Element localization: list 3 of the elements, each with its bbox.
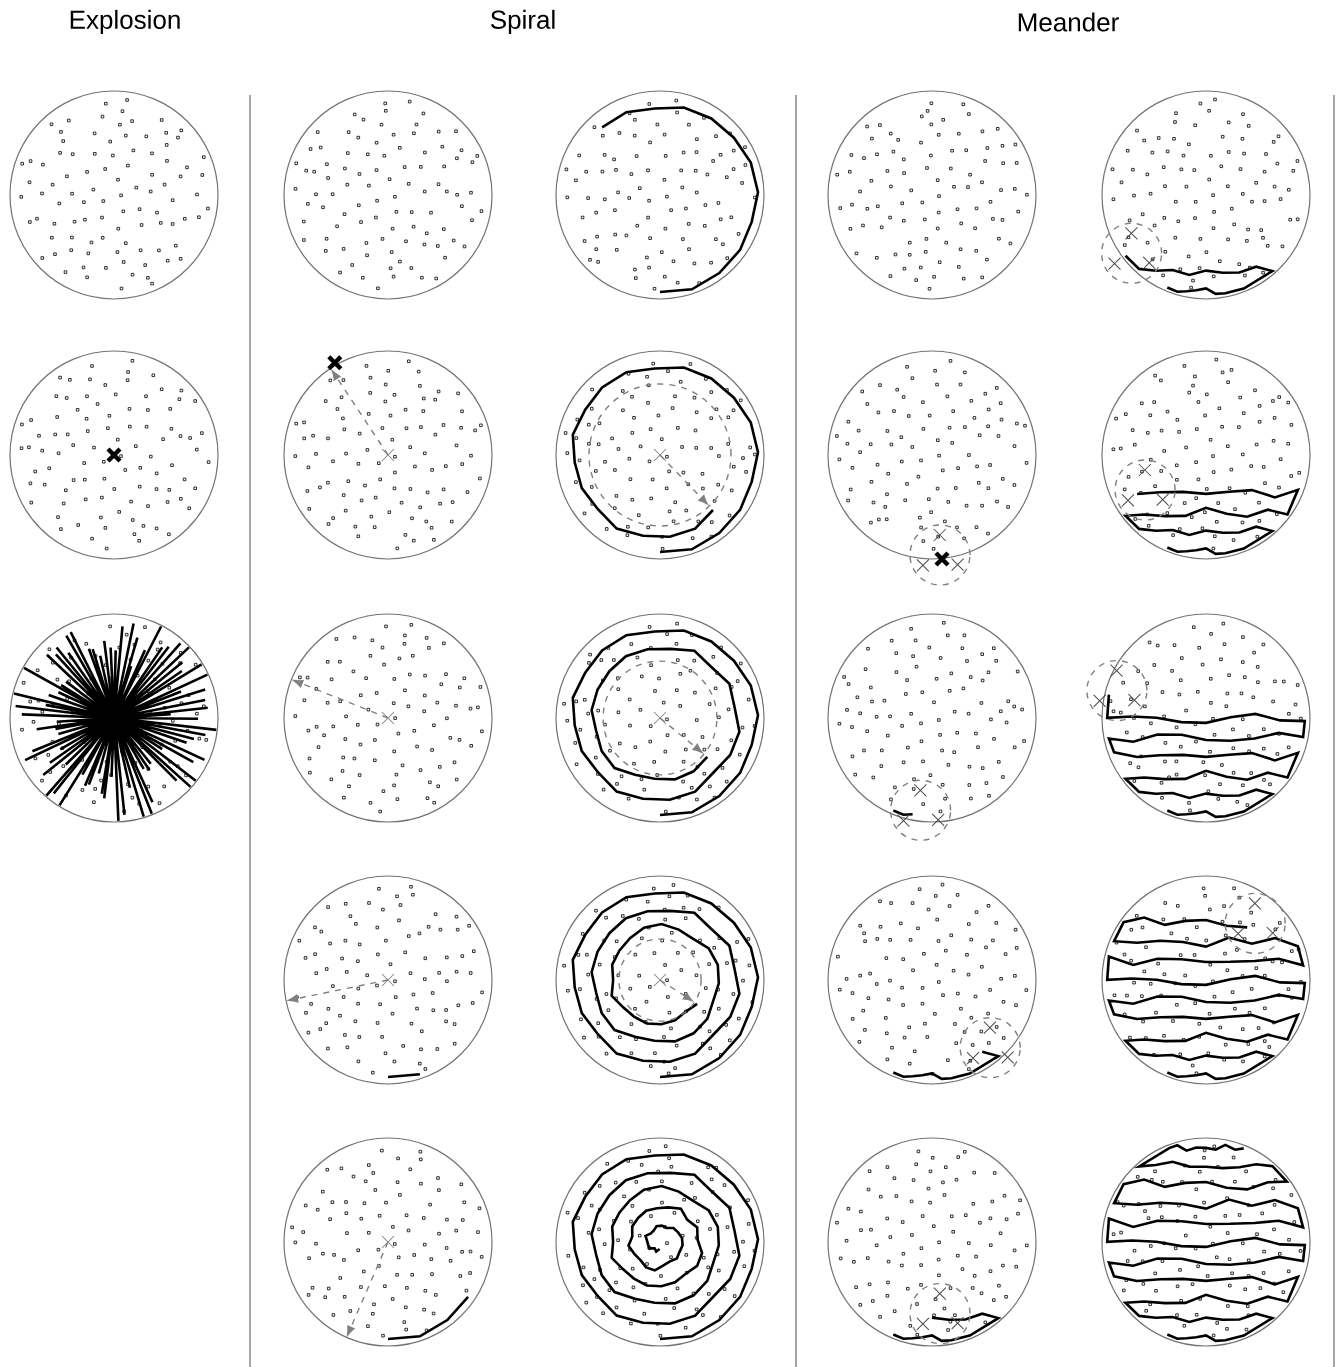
column-title: Explosion [70,9,180,35]
column-title: Meander [1018,12,1119,32]
column-title: Spiral [490,9,555,35]
